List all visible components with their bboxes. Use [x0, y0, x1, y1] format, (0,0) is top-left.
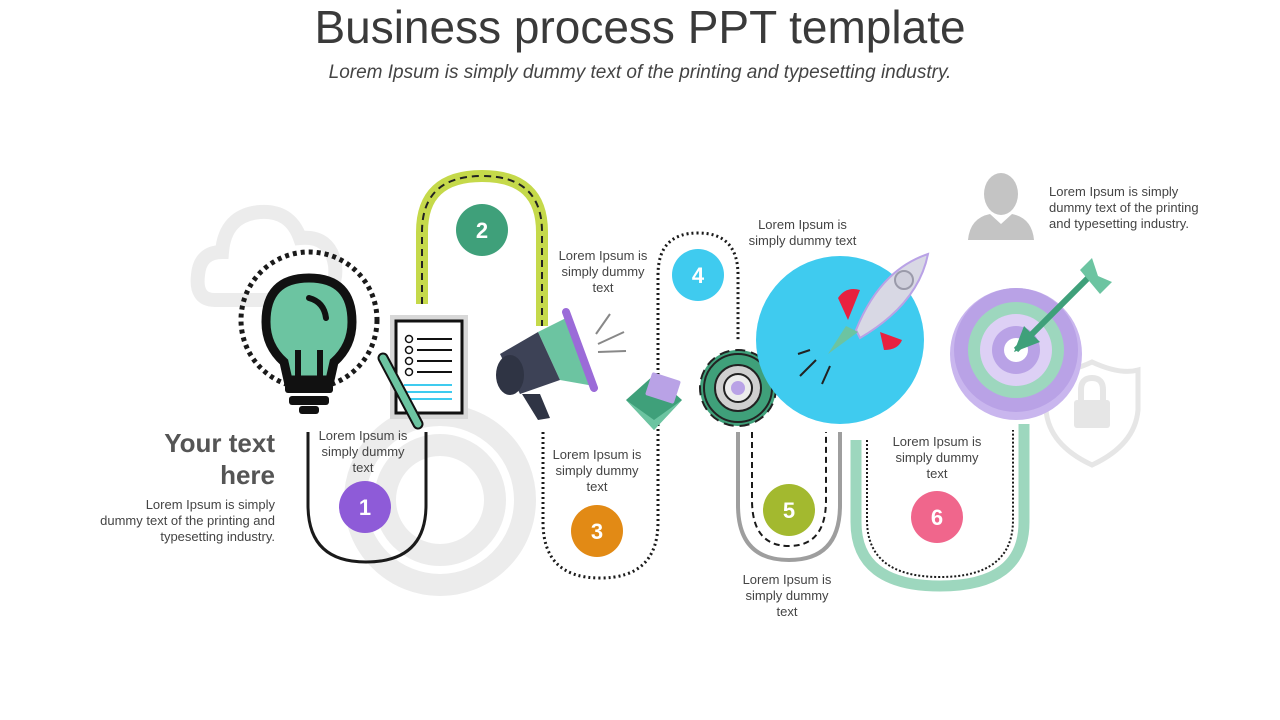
- step-2-text: Lorem Ipsum is simply dummy text: [558, 248, 648, 295]
- step-marker-6: 6: [911, 491, 963, 543]
- connector-path-2: [416, 169, 548, 326]
- step-3-text: Lorem Ipsum is simply dummy text: [552, 447, 642, 494]
- step-number-2: 2: [476, 218, 488, 243]
- megaphone-icon: [496, 308, 627, 420]
- envelope-icon: [626, 372, 682, 430]
- connector-path-3: [541, 400, 660, 580]
- step-marker-3: 3: [571, 505, 623, 557]
- step-marker-5: 5: [763, 484, 815, 536]
- slide-subtitle: Lorem Ipsum is simply dummy text of the …: [328, 62, 952, 83]
- step-number-3: 3: [591, 519, 603, 544]
- intro-body: Lorem Ipsum is simply dummy text of the …: [100, 497, 275, 544]
- step-number-6: 6: [931, 505, 943, 530]
- connector-path-6: [850, 424, 1030, 592]
- cloud-icon: [190, 204, 343, 307]
- slide-title: Business process PPT template: [314, 1, 966, 53]
- step-marker-2: 2: [456, 204, 508, 256]
- intro-heading: Your text here: [164, 428, 275, 490]
- step-6-text: Lorem Ipsum is simply dummy text: [892, 434, 982, 481]
- step-number-5: 5: [783, 498, 795, 523]
- connector-path-4: [656, 231, 740, 375]
- side-note-text: Lorem Ipsum is simply dummy text of the …: [1049, 184, 1199, 231]
- target-icon: [950, 258, 1112, 420]
- step-5-text: Lorem Ipsum is simply dummy text: [742, 572, 832, 619]
- lightbulb-icon: [238, 249, 380, 414]
- user-icon: [968, 173, 1034, 240]
- pen-icon: [377, 352, 424, 430]
- step-1-text: Lorem Ipsum is simply dummy text: [318, 428, 408, 475]
- step-marker-4: 4: [672, 249, 724, 301]
- step-number-4: 4: [692, 263, 705, 288]
- step-number-1: 1: [359, 495, 371, 520]
- document-icon: [390, 315, 468, 419]
- step-marker-1: 1: [339, 481, 391, 533]
- rocket-icon: [756, 252, 930, 424]
- connector-path-1: [306, 432, 428, 564]
- connector-path-5: [736, 432, 842, 563]
- step-4-text: Lorem Ipsum is simply dummy text: [748, 217, 857, 248]
- gear-icon: [699, 349, 777, 427]
